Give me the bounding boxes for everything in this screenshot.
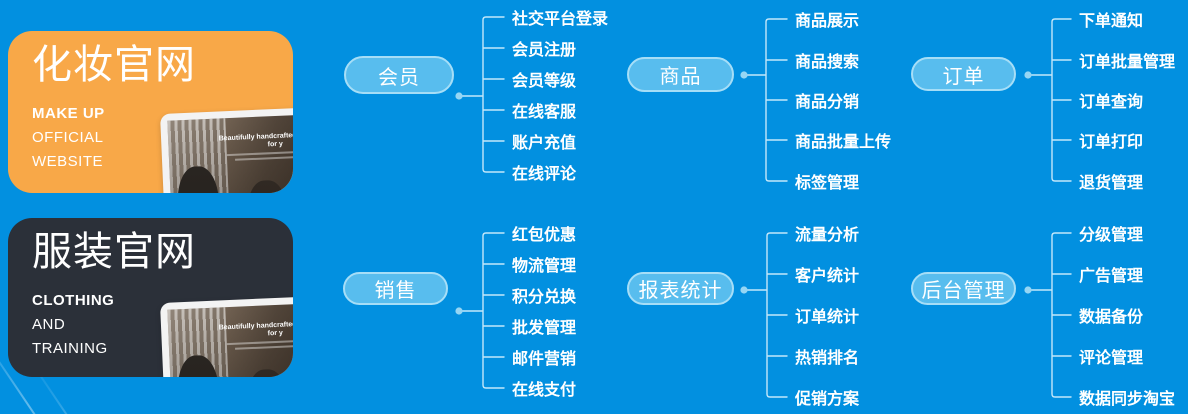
mindmap-leaf[interactable]: 物流管理 <box>512 258 577 275</box>
person-silhouette <box>246 369 288 377</box>
connector-members <box>455 16 505 173</box>
mindmap-leaf[interactable]: 客户统计 <box>795 268 860 285</box>
mindmap-leaf[interactable]: 积分兑换 <box>512 289 577 306</box>
person-silhouette <box>176 165 221 193</box>
mindmap-leaf[interactable]: 账户充值 <box>512 135 577 152</box>
card-subtitle-line: OFFICIAL <box>32 129 104 146</box>
mindmap-leaf[interactable]: 广告管理 <box>1079 268 1144 285</box>
preview-headline: Beautifully handcrafted templates for y <box>218 319 293 338</box>
mindmap-leaf[interactable]: 数据同步淘宝 <box>1079 391 1176 408</box>
mindmap-leaf[interactable]: 社交平台登录 <box>512 11 609 28</box>
mindmap-leaf[interactable]: 下单通知 <box>1079 13 1144 30</box>
card-subtitle-line: CLOTHING <box>32 292 115 309</box>
mindmap-leaf[interactable]: 流量分析 <box>795 227 860 244</box>
card-subtitle: MAKE UP OFFICIAL WEBSITE <box>32 102 293 174</box>
mindmap-leaf[interactable]: 促销方案 <box>795 391 860 408</box>
connector-sales <box>455 232 505 389</box>
card-subtitle: CLOTHING AND TRAINING <box>32 289 293 361</box>
connector-admin <box>1024 232 1072 398</box>
mindmap-leaf[interactable]: 会员等级 <box>512 73 577 90</box>
mindmap-leaf[interactable]: 商品分销 <box>795 94 860 111</box>
person-silhouette <box>246 180 288 193</box>
preview-photo: Beautifully handcrafted templates for y … <box>167 302 293 377</box>
mindmap-node-sales[interactable]: 销售 <box>343 272 448 305</box>
website-preview-thumbnail: Beautifully handcrafted templates for y … <box>160 295 293 377</box>
mindmap-node-orders[interactable]: 订单 <box>911 57 1016 91</box>
mindmap-node-admin[interactable]: 后台管理 <box>911 272 1016 305</box>
card-title: 服装官网 <box>32 230 196 274</box>
card-subtitle-line: TRAINING <box>32 340 108 357</box>
person-silhouette <box>176 354 221 377</box>
mindmap-leaf[interactable]: 订单批量管理 <box>1079 54 1176 71</box>
card-makeup-site[interactable]: 化妆官网 MAKE UP OFFICIAL WEBSITE Beautifull… <box>8 31 293 193</box>
mindmap-node-reports[interactable]: 报表统计 <box>627 272 734 305</box>
mindmap-leaf[interactable]: 商品展示 <box>795 13 860 30</box>
preview-headline: Beautifully handcrafted templates for y <box>218 130 293 149</box>
mindmap-leaf[interactable]: 数据备份 <box>1079 309 1144 326</box>
preview-text-line <box>234 154 293 161</box>
mindmap-leaf[interactable]: 商品搜索 <box>795 54 860 71</box>
card-subtitle-line: MAKE UP <box>32 105 105 122</box>
mindmap-leaf[interactable]: 订单查询 <box>1079 94 1144 111</box>
preview-photo: Beautifully handcrafted templates for y … <box>167 113 293 193</box>
preview-text-line <box>227 338 293 345</box>
mindmap-leaf[interactable]: 订单统计 <box>795 309 860 326</box>
mindmap-node-members[interactable]: 会员 <box>344 56 454 94</box>
preview-text-line <box>234 343 293 350</box>
mindmap-leaf[interactable]: 会员注册 <box>512 42 577 59</box>
mindmap-leaf[interactable]: 订单打印 <box>1079 134 1144 151</box>
preview-copy: Beautifully handcrafted templates for y <box>214 319 293 350</box>
connector-orders <box>1024 18 1072 182</box>
website-preview-thumbnail: Beautifully handcrafted templates for y … <box>160 106 293 193</box>
mindmap-leaf[interactable]: 退货管理 <box>1079 175 1144 192</box>
mindmap-leaf[interactable]: 批发管理 <box>512 320 577 337</box>
mindmap-leaf[interactable]: 红包优惠 <box>512 227 577 244</box>
mindmap-leaf[interactable]: 邮件营销 <box>512 351 577 368</box>
card-subtitle-line: AND <box>32 316 66 333</box>
mindmap-leaf[interactable]: 在线支付 <box>512 382 577 399</box>
mindmap-leaf[interactable]: 在线评论 <box>512 166 577 183</box>
mindmap-leaf[interactable]: 商品批量上传 <box>795 134 892 151</box>
preview-copy: Beautifully handcrafted templates for y <box>214 130 293 161</box>
mindmap-leaf[interactable]: 标签管理 <box>795 175 860 192</box>
card-subtitle-line: WEBSITE <box>32 153 104 170</box>
mindmap-leaf[interactable]: 分级管理 <box>1079 227 1144 244</box>
mindmap-leaf[interactable]: 在线客服 <box>512 104 577 121</box>
connector-products <box>740 18 788 182</box>
mindmap-node-products[interactable]: 商品 <box>627 57 734 92</box>
mindmap-leaf[interactable]: 评论管理 <box>1079 350 1144 367</box>
mindmap-leaf[interactable]: 热销排名 <box>795 350 860 367</box>
card-clothing-site[interactable]: 服装官网 CLOTHING AND TRAINING Beautifully h… <box>8 218 293 377</box>
connector-reports <box>740 232 788 398</box>
preview-text-line <box>227 149 293 156</box>
card-title: 化妆官网 <box>32 43 196 87</box>
